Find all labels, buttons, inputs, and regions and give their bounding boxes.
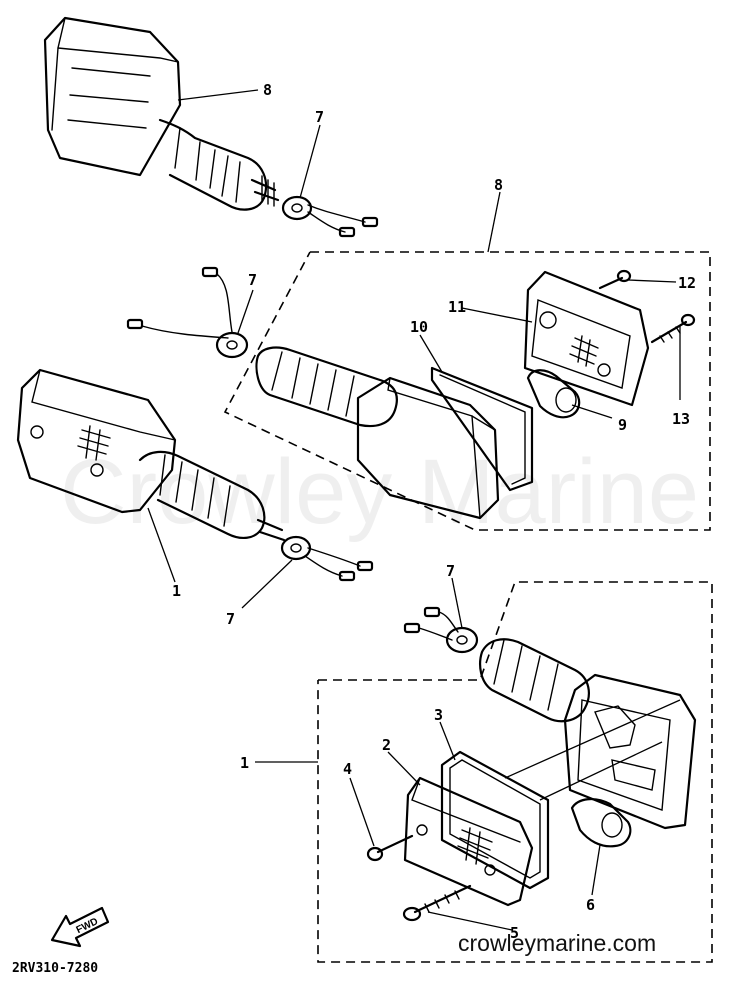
flasher-assembly-left: [16, 368, 286, 542]
callout-7: 7: [315, 108, 324, 126]
screw-12: [598, 269, 632, 290]
callout-13: 13: [672, 410, 690, 428]
callout-7: 7: [248, 271, 257, 289]
grommet-left: [280, 535, 312, 561]
callout-6: 6: [586, 896, 595, 914]
grommet-middle: [215, 331, 249, 359]
callout-12: 12: [678, 274, 696, 292]
screw-13: [650, 313, 696, 344]
callout-9: 9: [618, 416, 627, 434]
callout-7: 7: [226, 610, 235, 628]
lens-lower: [403, 776, 534, 907]
bulb-middle: [526, 369, 581, 419]
callout-8: 8: [263, 81, 272, 99]
callout-2: 2: [382, 736, 391, 754]
gasket-middle: [430, 366, 534, 492]
callout-8: 8: [494, 176, 503, 194]
callout-labels: 8 7 8 7 12 11 10 13 9 1 7 7 1 3 2 4 6 5: [172, 81, 696, 942]
flasher-body-lower: [479, 638, 697, 830]
callout-1: 1: [172, 582, 181, 600]
callout-4: 4: [343, 760, 352, 778]
screw-4: [366, 834, 414, 862]
callout-10: 10: [410, 318, 428, 336]
bulb-lower: [570, 798, 632, 848]
flasher-assembly-top: [43, 16, 280, 211]
site-url: crowleymarine.com: [458, 930, 657, 956]
lens-housing-middle: [523, 270, 650, 407]
assembly-boundary-upper: [223, 251, 711, 531]
callout-11: 11: [448, 298, 466, 316]
wire-leads-middle: [126, 266, 233, 339]
gasket-lower: [440, 750, 550, 890]
diagram-code: 2RV310-7280: [12, 961, 99, 976]
grommet-top: [281, 195, 313, 221]
watermark: Crowley Marine: [60, 441, 700, 543]
wire-leads-left: [304, 547, 374, 582]
wire-leads-top: [307, 204, 379, 238]
screw-5: [402, 884, 472, 922]
callout-7: 7: [446, 562, 455, 580]
assembly-boundary-lower: [317, 581, 713, 963]
callout-1: 1: [240, 754, 249, 772]
flasher-body-middle: [255, 346, 500, 520]
callout-5: 5: [510, 924, 519, 942]
leader-lines: [147, 89, 681, 931]
callout-3: 3: [434, 706, 443, 724]
fwd-arrow-icon: FWD: [50, 906, 110, 948]
wire-leads-lower: [403, 606, 459, 641]
